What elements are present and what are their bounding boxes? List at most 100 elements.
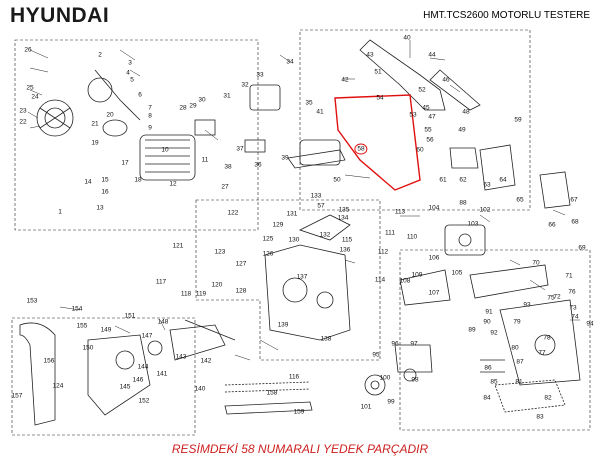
callout-label: 127 [235, 260, 247, 268]
callout-label: 57 [317, 202, 325, 210]
callout-label: 146 [132, 376, 144, 384]
callout-label: 108 [399, 277, 411, 285]
bar-and-chain [224, 381, 313, 415]
callout-label: 39 [281, 154, 289, 162]
callout-label: 94 [586, 320, 594, 328]
crankcase [264, 214, 351, 341]
group-outline-oilpump [399, 249, 591, 431]
callout-label: 78 [543, 334, 551, 342]
callout-label: 81 [515, 378, 523, 386]
callout-label: 147 [141, 332, 153, 340]
callout-label: 117 [155, 278, 167, 286]
callout-label: 97 [410, 340, 418, 348]
callout-label: 85 [490, 378, 498, 386]
callout-label: 76 [568, 288, 576, 296]
callout-label: 17 [121, 159, 129, 167]
callout-label: 15 [101, 176, 109, 184]
callout-label: 50 [333, 176, 341, 184]
callout-label: 157 [11, 392, 23, 400]
callout-label: 53 [409, 111, 417, 119]
callout-label: 69 [578, 244, 586, 252]
callout-label: 37 [236, 145, 244, 153]
callout-label: 139 [277, 321, 289, 329]
callout-label: 55 [424, 126, 432, 134]
callout-label: 142 [200, 357, 212, 365]
callout-label: 120 [211, 281, 223, 289]
callout-label: 22 [19, 118, 27, 126]
air-filter [287, 139, 346, 169]
callout-label: 125 [262, 235, 274, 243]
callout-label: 52 [418, 86, 426, 94]
callout-label: 136 [339, 246, 351, 254]
callout-label: 79 [513, 318, 521, 326]
callout-label: 75 [547, 294, 555, 302]
callout-label: 137 [296, 273, 308, 281]
callout-label: 111 [385, 229, 395, 237]
callout-label: 138 [320, 335, 332, 343]
callout-label: 91 [485, 308, 493, 316]
callout-label: 72 [553, 293, 561, 301]
callout-label: 56 [426, 136, 434, 144]
callout-label: 92 [490, 329, 498, 337]
callout-label: 12 [169, 180, 177, 188]
callout-label: 54 [376, 94, 384, 102]
callout-label: 124 [52, 382, 64, 390]
callout-label: 114 [374, 276, 386, 284]
callout-label: 44 [428, 51, 436, 59]
callout-label: 128 [235, 287, 247, 295]
brand-logo: HYUNDAI [10, 4, 110, 27]
callout-label: 156 [43, 357, 55, 365]
callout-label: 115 [341, 236, 353, 244]
callout-label: 83 [536, 413, 544, 421]
side-cover [469, 264, 581, 386]
callout-label: 32 [241, 81, 249, 89]
callout-label: 112 [377, 248, 389, 256]
callout-label: 144 [137, 363, 149, 371]
callout-label: 106 [428, 254, 440, 262]
callout-label: 27 [221, 183, 229, 191]
callout-label: 123 [214, 248, 226, 256]
callout-label: 1 [58, 208, 62, 216]
callout-label: 51 [374, 68, 382, 76]
callout-label: 118 [180, 290, 192, 298]
callout-label: 77 [538, 349, 546, 357]
callout-label: 16 [101, 188, 109, 196]
callout-label: 141 [156, 370, 168, 378]
callout-label: 10 [161, 146, 169, 154]
callout-label: 154 [71, 305, 83, 313]
front-handle [19, 322, 56, 426]
callout-label: 58 [354, 143, 368, 155]
callout-label: 30 [198, 96, 206, 104]
callout-label: 42 [341, 76, 349, 84]
callout-label: 31 [223, 92, 231, 100]
callout-label: 116 [288, 373, 300, 381]
cylinder-assembly [87, 69, 196, 181]
callout-label: 155 [76, 322, 88, 330]
callout-label: 36 [254, 161, 262, 169]
callout-label: 129 [272, 221, 284, 229]
callout-label: 131 [286, 210, 298, 218]
callout-label: 143 [175, 353, 187, 361]
callout-label: 119 [195, 290, 207, 298]
chain-tensioner [394, 344, 505, 373]
chain-brake-lever [169, 319, 236, 361]
product-title: HMT.TCS2600 MOTORLU TESTERE [423, 10, 590, 21]
callout-label: 23 [19, 107, 27, 115]
caption-text: RESİMDEKİ 58 NUMARALI YEDEK PARÇADIR [171, 442, 429, 456]
callout-label: 21 [91, 120, 99, 128]
chain-loop [494, 379, 566, 413]
callout-label: 62 [459, 176, 467, 184]
callout-label: 96 [391, 340, 399, 348]
callout-label: 2 [98, 51, 102, 59]
callout-label: 28 [179, 104, 187, 112]
callout-label: 71 [565, 272, 573, 280]
callout-label: 46 [442, 76, 450, 84]
callout-label: 18 [134, 176, 142, 184]
callout-label: 90 [483, 318, 491, 326]
callout-label: 43 [366, 51, 374, 59]
rear-handle [359, 39, 481, 111]
callout-label: 29 [189, 102, 197, 110]
callout-label: 13 [96, 204, 104, 212]
callout-label: 109 [411, 271, 423, 279]
